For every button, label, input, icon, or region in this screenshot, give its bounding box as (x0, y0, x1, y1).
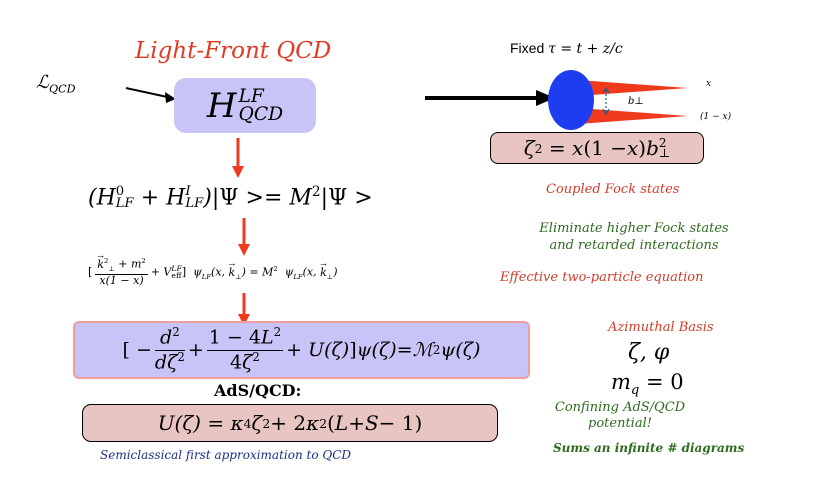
parton-label-x: x (706, 79, 712, 89)
zeta-phi-label: ζ, φ (628, 340, 670, 365)
ads-qcd-label: AdS/QCD: (214, 381, 302, 400)
quark-line-upper (578, 80, 688, 96)
semiclassical-note: Semiclassical first approximation to QCD (100, 448, 352, 462)
note-azimuthal-basis: Azimuthal Basis (608, 320, 714, 335)
impact-marker-tip-up (602, 86, 610, 94)
fixed-tau-label: Fixed τ = t + z/c (510, 40, 623, 57)
meson-blob (548, 70, 594, 130)
hamiltonian-box: H LF QCD (174, 78, 316, 133)
quark-line-lower (578, 108, 688, 124)
note-coupled-fock-states: Coupled Fock states (546, 182, 680, 197)
impact-parameter-label: b⊥ (628, 96, 644, 107)
page-title: Light-Front QCD (135, 38, 332, 64)
note-effective-two-particle: Effective two-particle equation (500, 270, 704, 285)
flow-arrowhead-1 (232, 166, 244, 178)
impact-marker-tip-down (602, 108, 610, 116)
note-sums-diagrams: Sums an infinite # diagrams (553, 441, 745, 455)
flow-arrowhead-3 (238, 314, 250, 326)
lagrangian-label: ℒQCD (36, 72, 76, 96)
lagrangian-arrowhead (165, 92, 176, 103)
note-eliminate-fock-states: Eliminate higher Fock states and retarde… (539, 221, 729, 253)
lagrangian-arrow (125, 87, 173, 99)
meson-incoming-arrowhead (536, 90, 555, 106)
parton-label-one-minus-x: (1 − x) (700, 112, 732, 122)
quark-mass-label: mq = 0 (611, 370, 684, 399)
note-confining-potential: Confining AdS/QCD potential! (554, 400, 686, 432)
flow-arrowhead-2 (238, 244, 250, 256)
